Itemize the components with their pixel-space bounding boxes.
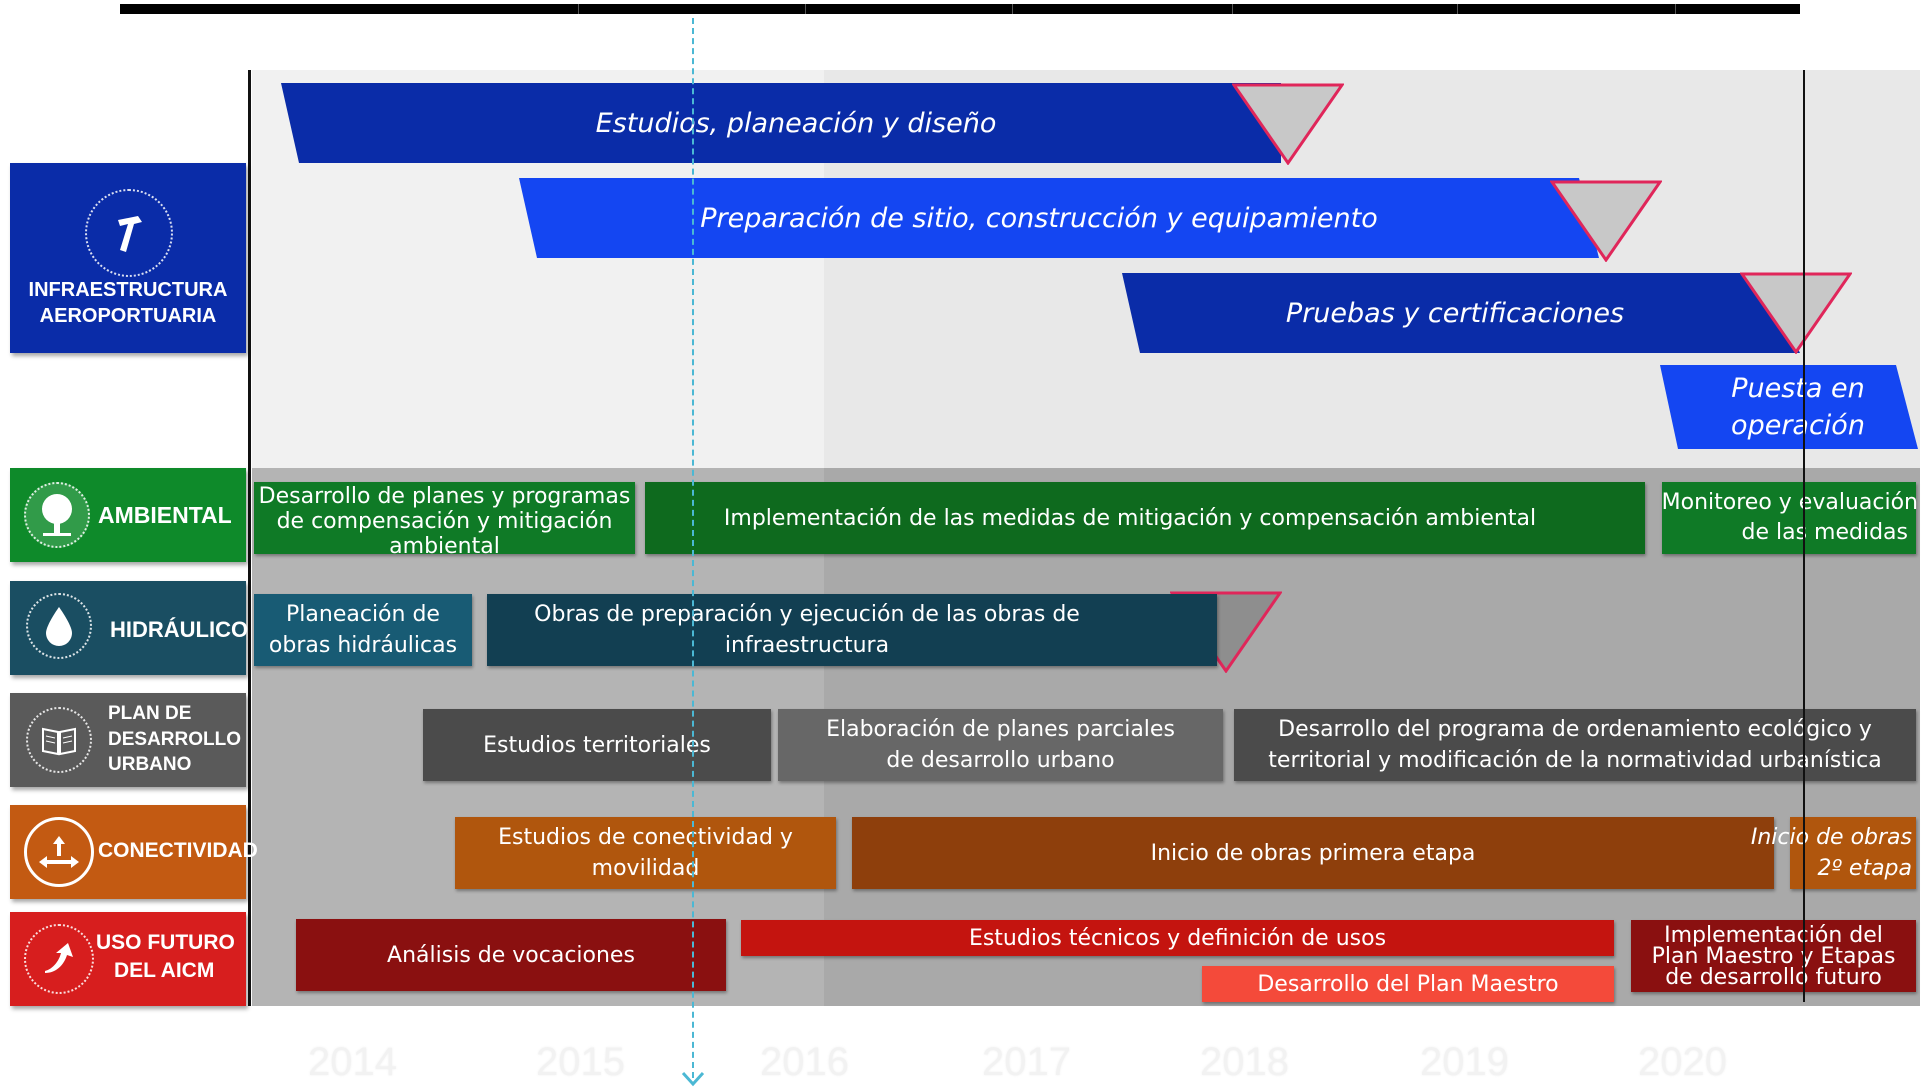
bar-programa-label-1: Desarrollo del programa de ordenamiento … [1278, 717, 1872, 742]
bar-programa-ordenamiento: Desarrollo del programa de ordenamiento … [1234, 709, 1916, 781]
bar-elaboracion-label-2: de desarrollo urbano [886, 748, 1115, 773]
timeline-tick [1232, 4, 1233, 14]
rising-arrow-icon [24, 924, 94, 994]
bar-monitoreo-label-1: Monitoreo y evaluación [1661, 490, 1918, 515]
category-uso-label-1: USO FUTURO [96, 931, 235, 954]
category-plan-desarrollo-urbano: PLAN DE DESARROLLO URBANO [10, 693, 246, 787]
category-ambiental: AMBIENTAL [10, 468, 246, 562]
bar-analisis-label: Análisis de vocaciones [387, 942, 635, 968]
top-timeline-bar [120, 4, 1800, 14]
bar-estudios-conectividad: Estudios de conectividad y movilidad [455, 817, 836, 889]
category-infra-label-2: AEROPORTUARIA [39, 305, 217, 327]
bar-puesta-label-1: Puesta en [1731, 373, 1865, 404]
category-conectividad-label: CONECTIVIDAD [98, 839, 258, 862]
bar-implementacion-medidas: Implementación de las medidas de mitigac… [645, 482, 1645, 554]
category-uso-label-2: DEL AICM [114, 959, 215, 982]
bar-implementacion-uso-label-2: Plan Maestro y Etapas [1651, 943, 1896, 969]
year-label: 2018 [1200, 1040, 1289, 1084]
category-ambiental-label: AMBIENTAL [98, 502, 232, 528]
fin-label-pruebas: Fin [1841, 296, 1880, 326]
bar-planeacion-label-2: obras hidráulicas [268, 633, 458, 658]
category-uso-futuro: USO FUTURO DEL AICM [10, 912, 246, 1006]
bar-estudios-label: Estudios, planeación y diseño [595, 107, 997, 139]
bar-pruebas-certificaciones: Pruebas y certificaciones [1122, 273, 1800, 353]
bar-inicio-obras-primera-etapa: Inicio de obras primera etapa [852, 817, 1774, 889]
year-label: 2014 [308, 1040, 397, 1084]
category-urbano-label-2: DESARROLLO [108, 729, 241, 750]
bar-inicio-obras-segunda-etapa: Inicio de obras 2º etapa [1751, 817, 1916, 889]
bar-estudios-conectividad-label-1: Estudios de conectividad y [498, 825, 793, 850]
bar-implementacion-uso-label-1: Implementación del [1664, 922, 1883, 948]
milestone-triangle-preparacion [1550, 180, 1662, 262]
year-label: 2020 [1638, 1040, 1727, 1084]
category-infra-label-1: INFRAESTRUCTURA [28, 279, 228, 301]
bar-inicio2-label-1: Inicio de obras [1750, 825, 1912, 850]
bar-implementacion-label: Implementación de las medidas de mitigac… [723, 505, 1537, 531]
bar-puesta-en-operacion: Puesta en operación [1660, 365, 1918, 449]
arrows-icon [24, 817, 94, 887]
current-date-dashed-line [692, 18, 694, 1078]
fin-label-estudios: Fin [1336, 108, 1375, 138]
bar-monitoreo-label-2: de las medidas [1741, 520, 1909, 545]
bar-inicio-label: Inicio de obras primera etapa [1150, 840, 1476, 866]
year-label: 2017 [982, 1040, 1071, 1084]
bar-estudios-territoriales: Estudios territoriales [423, 709, 771, 781]
bar-implementacion-plan-maestro: Implementación del Plan Maestro y Etapas… [1631, 920, 1916, 992]
year-label: 2015 [536, 1040, 625, 1084]
timeline-tick [1675, 4, 1676, 14]
category-hidraulico: HIDRÁULICO [10, 581, 249, 675]
bar-estudios-tecnicos-label: Estudios técnicos y definición de usos [968, 925, 1387, 951]
bar-monitoreo-evaluacion: Monitoreo y evaluación de las medidas [1661, 482, 1918, 554]
book-icon [26, 707, 92, 773]
bar-desarrollo-plan-maestro: Desarrollo del Plan Maestro [1202, 966, 1614, 1002]
bar-puesta-text: Puesta en operación [1660, 365, 1918, 449]
bar-estudios-tecnicos: Estudios técnicos y definición de usos [741, 920, 1614, 956]
bar-programa-label-2: territorial y modificación de la normati… [1268, 748, 1882, 773]
milestone-triangle-estudios [1232, 83, 1344, 165]
timeline-tick [805, 4, 806, 14]
bar-estudios-conectividad-label-2: movilidad [591, 856, 700, 881]
left-axis-line [248, 70, 251, 1006]
bar-inicio2-label-2: 2º etapa [1817, 856, 1912, 881]
bar-desarrollo-label-2: de compensación y mitigación [276, 509, 613, 534]
category-urbano-label-1: PLAN DE [108, 703, 192, 724]
bar-desarrollo-label-1: Desarrollo de planes y programas [258, 484, 631, 509]
bar-elaboracion-planes-parciales: Elaboración de planes parciales de desar… [778, 709, 1223, 781]
bar-desarrollo-planes-programas: Desarrollo de planes y programas de comp… [254, 482, 635, 554]
bar-plan-maestro-label: Desarrollo del Plan Maestro [1257, 971, 1559, 997]
bar-analisis-vocaciones: Análisis de vocaciones [296, 919, 726, 991]
fin-label-preparacion: Fin [1655, 200, 1694, 230]
bar-pruebas-label: Pruebas y certificaciones [1285, 297, 1625, 329]
bar-obras-label-2: infraestructura [724, 633, 890, 658]
bar-elaboracion-label-1: Elaboración de planes parciales [826, 717, 1175, 742]
timeline-tick [1012, 4, 1013, 14]
hammer-icon [85, 189, 173, 277]
category-conectividad: CONECTIVIDAD [10, 805, 258, 899]
milestone-triangle-pruebas [1740, 272, 1852, 354]
year-label: 2019 [1420, 1040, 1509, 1084]
chevron-down-icon [681, 1071, 705, 1087]
bar-planeacion-label-1: Planeación de [286, 602, 440, 627]
bar-planeacion-obras-hidraulicas: Planeación de obras hidráulicas [254, 594, 472, 666]
category-infraestructura: INFRAESTRUCTURA AEROPORTUARIA [10, 163, 246, 353]
category-urbano-label-3: URBANO [108, 754, 192, 775]
bar-puesta-label-2: operación [1731, 410, 1865, 441]
year-label: 2016 [760, 1040, 849, 1084]
timeline-tick [578, 4, 579, 14]
bar-preparacion-sitio: Preparación de sitio, construcción y equ… [519, 178, 1599, 258]
category-hidraulico-label: HIDRÁULICO [110, 617, 249, 642]
bar-obras-label-1: Obras de preparación y ejecución de las … [534, 602, 1080, 627]
bar-estudios-territoriales-label: Estudios territoriales [483, 732, 711, 758]
bar-implementacion-uso-label-3: de desarrollo futuro [1665, 964, 1882, 990]
bar-preparacion-label: Preparación de sitio, construcción y equ… [700, 202, 1378, 234]
bar-estudios-planeacion-diseno: Estudios, planeación y diseño [281, 83, 1281, 163]
right-reference-line [1803, 70, 1805, 1002]
bar-obras-preparacion-ejecucion: Obras de preparación y ejecución de las … [487, 594, 1217, 666]
water-drop-icon [26, 593, 92, 659]
bar-desarrollo-label-3: ambiental [389, 534, 500, 554]
tree-icon [24, 482, 90, 548]
timeline-tick [1457, 4, 1458, 14]
